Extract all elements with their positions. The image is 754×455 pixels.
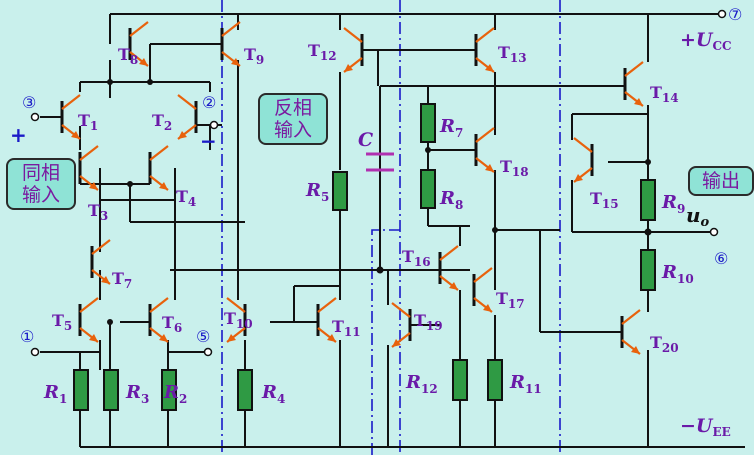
transistor-label-t5: T5 (52, 311, 72, 333)
capacitor-label: C (358, 129, 373, 151)
transistor-t19 (391, 302, 412, 348)
stage-dividers (221, 0, 561, 455)
transistor-t13 (474, 27, 495, 73)
transistor-t3 (78, 145, 99, 191)
transistor-t16 (438, 245, 459, 291)
transistor-label-t19: T19 (414, 311, 443, 333)
power-rails (80, 13, 745, 448)
transistor-t2 (177, 94, 198, 140)
transistor-t11 (316, 297, 337, 343)
svg-text:−UEE: −UEE (680, 415, 731, 439)
resistor-label-r11: R11 (509, 372, 542, 396)
svg-text:+UCC: +UCC (680, 29, 732, 53)
resistor-label-r10: R10 (661, 262, 694, 286)
resistors (73, 103, 656, 411)
transistor-label-t1: T1 (78, 111, 98, 133)
terminals (30, 9, 727, 357)
transistor-label-t15: T15 (590, 189, 619, 211)
transistor-label-t18: T18 (500, 157, 529, 179)
transistor-t15 (573, 137, 594, 183)
callout-output: 输出 (688, 166, 754, 196)
resistor-label-r2: R2 (163, 382, 187, 406)
resistor-r5 (332, 171, 348, 211)
resistor-r9 (640, 179, 656, 221)
transistor-t12 (343, 27, 364, 73)
resistor-r11 (487, 359, 503, 401)
output-u: u (686, 203, 701, 227)
resistor-label-r9: R9 (661, 192, 685, 216)
transistor-label-t13: T13 (498, 43, 527, 65)
transistor-t20 (620, 309, 641, 355)
node-1-label: ① (20, 327, 34, 346)
transistor-t5 (78, 297, 99, 343)
resistor-label-r3: R3 (125, 382, 149, 406)
transistor-label-t14: T14 (650, 83, 679, 105)
resistor-r2 (161, 369, 177, 411)
callout-noninverting-input: 同相 输入 (6, 158, 76, 210)
transistor-t7 (90, 239, 111, 285)
transistor-t9 (220, 21, 241, 67)
transistor-t14 (623, 61, 644, 107)
node-3-label: ③ (22, 93, 36, 112)
vee-sub: EE (713, 425, 731, 439)
transistor-t18 (474, 127, 495, 173)
capacitor-c (366, 152, 394, 172)
resistor-r7 (420, 103, 436, 143)
transistor-label-t9: T9 (244, 45, 264, 67)
callout-inverting-input: 反相 输入 (258, 93, 328, 145)
transistor-label-t3: T3 (88, 201, 108, 223)
transistor-label-t6: T6 (162, 313, 182, 335)
svg-text:uo: uo (686, 203, 710, 230)
junction-dots (107, 79, 652, 325)
minus-sign: − (200, 129, 217, 153)
resistor-label-r5: R5 (305, 180, 329, 204)
vee-label: −U (680, 415, 714, 437)
output-u-sub: o (701, 215, 710, 230)
transistor-label-t20: T20 (650, 333, 679, 355)
resistor-label-r8: R8 (439, 188, 463, 212)
transistor-t1 (60, 94, 81, 140)
resistor-r8 (420, 169, 436, 209)
transistor-label-t11: T11 (332, 317, 361, 339)
resistor-r3 (103, 369, 119, 411)
transistor-label-t8: T8 (118, 45, 138, 67)
node-6-label: ⑥ (714, 249, 728, 268)
plus-sign: + (10, 123, 27, 147)
transistor-label-t17: T17 (496, 289, 525, 311)
node-2-label: ② (202, 93, 216, 112)
rail-labels: +UCC −UEE uo (680, 29, 732, 439)
transistor-label-t12: T12 (308, 41, 337, 63)
vcc-label: +U (680, 29, 714, 51)
resistor-r4 (237, 369, 253, 411)
node-5-label: ⑤ (196, 327, 210, 346)
resistor-r12 (452, 359, 468, 401)
vcc-sub: CC (713, 39, 732, 53)
transistor-t4 (148, 145, 169, 191)
resistor-r10 (640, 249, 656, 291)
transistor-t6 (148, 297, 169, 343)
resistor-label-r1: R1 (43, 382, 67, 406)
resistor-label-r7: R7 (439, 116, 463, 140)
transistor-t17 (472, 267, 493, 313)
transistor-label-t2: T2 (152, 111, 172, 133)
transistor-symbols (60, 21, 644, 355)
transistor-label-t10: T10 (224, 309, 253, 331)
transistor-t10 (226, 297, 247, 343)
resistor-label-r4: R4 (261, 382, 285, 406)
node-7-label: ⑦ (728, 5, 742, 24)
transistor-label-t4: T4 (176, 187, 196, 209)
resistor-label-r12: R12 (405, 372, 438, 396)
transistor-label-t7: T7 (112, 269, 132, 291)
transistor-label-t16: T16 (402, 247, 431, 269)
transistor-t8 (128, 21, 149, 67)
node-labels: ③ ② ① ⑤ ⑥ ⑦ + − (10, 5, 742, 346)
resistor-r1 (73, 369, 89, 411)
